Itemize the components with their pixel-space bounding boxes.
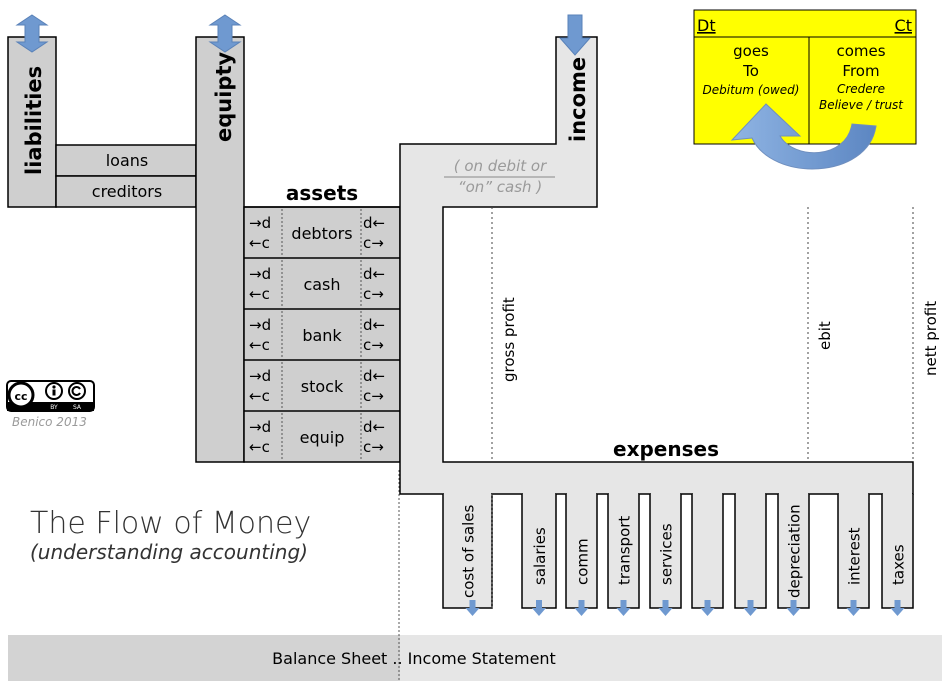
footer-bar-income	[400, 635, 942, 681]
down-arrow-icon	[700, 600, 715, 616]
equity-updown-arrow-icon	[208, 14, 242, 53]
legend-from: From	[842, 62, 879, 80]
cc-license-icon: cc BY SA	[6, 380, 95, 412]
down-arrow-icon	[890, 600, 905, 616]
expense-label: transport	[616, 516, 634, 585]
asset-row-debtors: →d ←c d← c→ debtors	[244, 206, 400, 256]
gross-profit-label: gross profit	[500, 297, 518, 382]
equity-label: equipty	[212, 52, 236, 142]
legend-ct: Ct	[895, 16, 912, 35]
income-label: income	[566, 57, 590, 142]
asset-flow-left-in: →d	[249, 418, 271, 436]
assets-title: assets	[286, 181, 358, 205]
legend-goes: goes	[733, 42, 769, 60]
debit-note-line1: ( on debit or	[454, 157, 547, 175]
expense-label: cost of sales	[460, 504, 478, 598]
down-arrow-icon	[574, 600, 589, 616]
expense-label: taxes	[890, 544, 908, 585]
svg-text:cc: cc	[14, 390, 27, 403]
asset-flow-left-out: ←c	[249, 285, 270, 303]
expense-column-transport: transport	[607, 492, 640, 616]
asset-label: bank	[302, 326, 342, 345]
asset-flow-right-out: c→	[363, 234, 384, 252]
asset-flow-left-out: ←c	[249, 438, 270, 456]
author-credit: Benico 2013	[12, 415, 87, 429]
asset-flow-left-in: →d	[249, 316, 271, 334]
asset-label: debtors	[291, 224, 352, 243]
asset-flow-left-in: →d	[249, 214, 271, 232]
liabilities-updown-arrow-icon	[15, 14, 49, 53]
sub-title: (understanding accounting)	[30, 540, 308, 564]
legend-comes: comes	[836, 42, 885, 60]
down-arrow-icon	[786, 600, 801, 616]
expense-column-comm: comm	[565, 492, 598, 616]
asset-row-equip: →d ←c d← c→ equip	[244, 410, 400, 460]
footer-text: Balance Sheet .. Income Statement	[272, 649, 556, 668]
asset-label: stock	[301, 377, 344, 396]
asset-flow-left-in: →d	[249, 367, 271, 385]
assets-block	[243, 206, 401, 463]
down-arrow-icon	[465, 600, 480, 616]
curved-arrow-icon	[730, 103, 877, 170]
asset-flow-right-out: c→	[363, 438, 384, 456]
loans-row	[55, 144, 197, 177]
creditors-row	[55, 175, 197, 208]
asset-flow-right-in: d←	[363, 316, 385, 334]
asset-row-cash: →d ←c d← c→ cash	[244, 257, 400, 307]
legend-box: Dt Ct goes To Debitum (owed) comes From …	[693, 9, 917, 170]
expense-column-services: services	[649, 492, 682, 616]
loans-label: loans	[106, 151, 149, 170]
legend-believe: Believe / trust	[819, 98, 904, 112]
license-by: BY	[50, 404, 58, 411]
debit-note-line2: “on” cash )	[458, 178, 542, 196]
expense-label: comm	[574, 538, 592, 585]
expense-label: salaries	[531, 527, 549, 585]
down-arrow-icon	[658, 600, 673, 616]
legend-credere: Credere	[837, 82, 885, 96]
legend-debitum: Debitum (owed)	[703, 83, 800, 97]
legend-to: To	[742, 62, 759, 80]
main-title: The Flow of Money	[30, 506, 311, 541]
asset-flow-left-in: →d	[249, 265, 271, 283]
expense-column-taxes: taxes	[881, 492, 914, 616]
asset-flow-left-out: ←c	[249, 336, 270, 354]
asset-flow-left-out: ←c	[249, 387, 270, 405]
down-arrow-icon	[743, 600, 758, 616]
license-sa: SA	[73, 404, 82, 411]
asset-flow-left-out: ←c	[249, 234, 270, 252]
asset-flow-right-out: c→	[363, 285, 384, 303]
expense-column-depreciation: depreciation	[777, 492, 810, 616]
income-down-arrow-icon	[558, 14, 592, 56]
asset-row-bank: →d ←c d← c→ bank	[244, 308, 400, 358]
expenses-title: expenses	[613, 437, 719, 461]
asset-flow-right-in: d←	[363, 265, 385, 283]
asset-flow-right-out: c→	[363, 336, 384, 354]
expense-label: interest	[846, 527, 864, 585]
asset-label: cash	[303, 275, 340, 294]
ebit-label: ebit	[816, 321, 834, 350]
expense-column-blank-6	[734, 492, 767, 616]
down-arrow-icon	[532, 600, 546, 616]
nett-profit-label: nett profit	[922, 301, 940, 376]
asset-flow-right-in: d←	[363, 214, 385, 232]
footer-bar-balance	[8, 635, 400, 681]
expense-column-blank-5	[691, 492, 724, 616]
expense-column-cost-of-sales: cost of sales	[442, 492, 493, 616]
asset-label: equip	[300, 428, 345, 447]
down-arrow-icon	[616, 600, 631, 616]
expense-label: services	[658, 523, 676, 585]
asset-flow-right-in: d←	[363, 418, 385, 436]
asset-flow-right-out: c→	[363, 387, 384, 405]
expense-column-salaries: salaries	[521, 492, 557, 616]
asset-flow-right-in: d←	[363, 367, 385, 385]
expense-label: depreciation	[786, 504, 804, 598]
legend-dt: Dt	[697, 16, 716, 35]
liabilities-label: liabilities	[22, 66, 46, 175]
expense-column-interest: interest	[837, 492, 870, 616]
down-arrow-icon	[846, 600, 861, 616]
creditors-label: creditors	[92, 182, 162, 201]
asset-row-stock: →d ←c d← c→ stock	[244, 359, 400, 409]
